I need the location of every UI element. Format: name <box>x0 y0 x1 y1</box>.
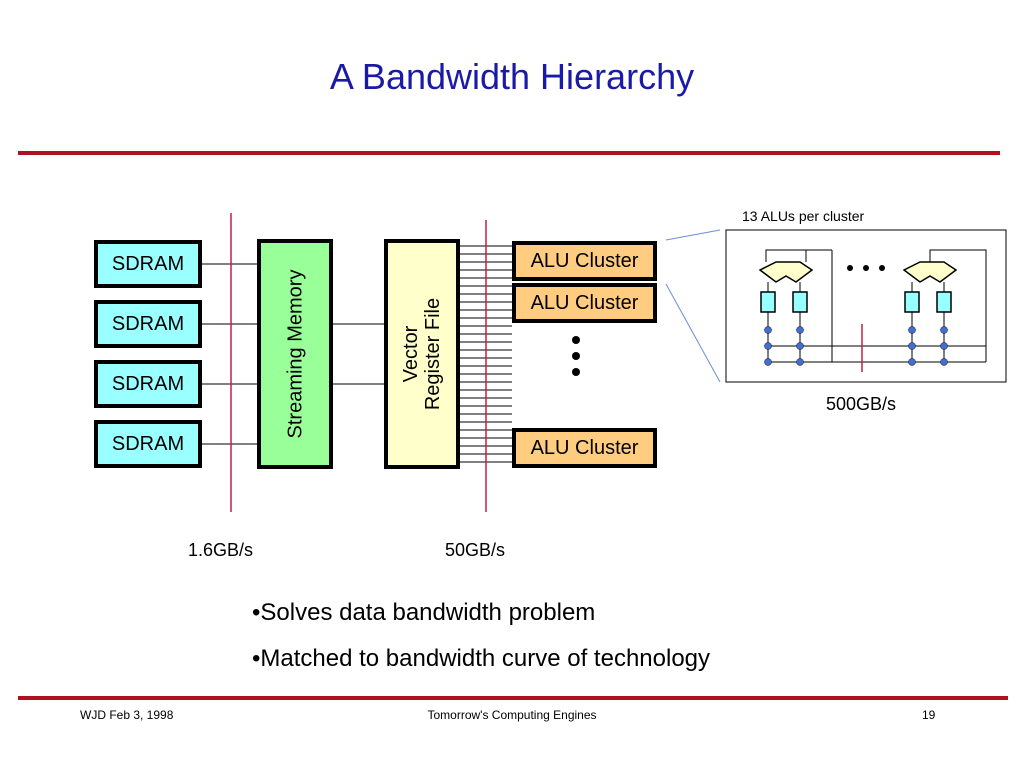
alu-cluster-box-2: ALU Cluster <box>512 283 657 323</box>
bandwidth-label-offchip: 1.6GB/s <box>188 540 254 560</box>
bandwidth-label-cluster: 500GB/s <box>826 394 897 414</box>
bandwidth-label-vrf: 50GB/s <box>445 540 506 560</box>
bottom-divider <box>18 696 1008 700</box>
alu-cluster-box-3: ALU Cluster <box>512 428 657 468</box>
bullet-item-2: •Matched to bandwidth curve of technolog… <box>252 645 711 672</box>
streaming-memory-label: Streaming Memory <box>284 269 306 439</box>
vrf-label-line1: Vector <box>400 325 423 383</box>
top-divider <box>18 151 1000 155</box>
sdram-box-4: SDRAM <box>94 420 202 468</box>
alu-cluster-box-1: ALU Cluster <box>512 241 657 281</box>
footer-date: WJD Feb 3, 1998 <box>80 708 174 722</box>
footer-title: Tomorrow's Computing Engines <box>427 708 597 722</box>
inset-cluster-detail <box>758 249 987 372</box>
sdram-box-2: SDRAM <box>94 300 202 348</box>
slide-title: A Bandwidth Hierarchy <box>329 56 695 97</box>
vrf-label-line2: Register File <box>422 297 445 411</box>
bullet-list: •Solves data bandwidth problem •Matched … <box>252 596 710 688</box>
bullet-item-1: •Solves data bandwidth problem <box>252 599 596 626</box>
vector-register-file-box: Vector Register File <box>384 239 460 469</box>
inset-caption: 13 ALUs per cluster <box>742 208 865 224</box>
sdram-box-3: SDRAM <box>94 360 202 408</box>
footer-page-number: 19 <box>922 708 936 722</box>
streaming-memory-box: Streaming Memory <box>257 239 333 469</box>
sdram-box-1: SDRAM <box>94 240 202 288</box>
